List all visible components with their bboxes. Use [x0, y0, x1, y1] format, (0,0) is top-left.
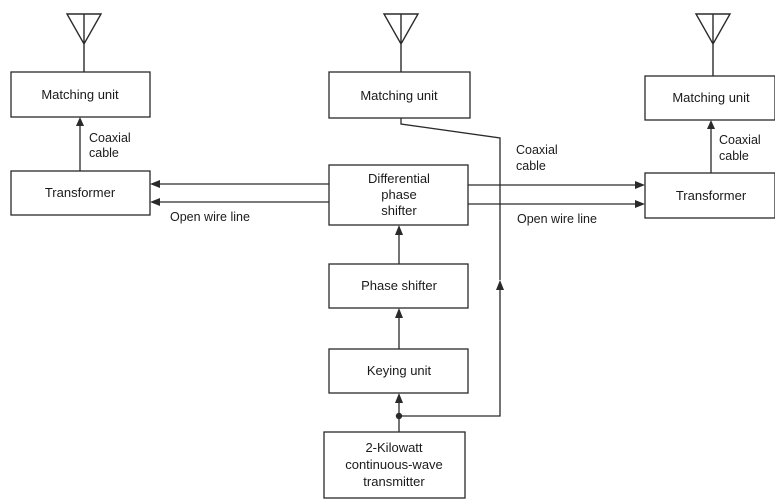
- antenna-center-icon: [382, 13, 420, 72]
- open-wire-left-label: Open wire line: [170, 210, 250, 224]
- coax-center-label-2: cable: [516, 159, 546, 173]
- keying-to-phase-connector: [395, 308, 403, 349]
- coax-right-label-2: cable: [719, 149, 749, 163]
- svg-text:Transformer: Transformer: [45, 185, 116, 200]
- junction-dot: [395, 412, 403, 420]
- differential-phase-shifter: Differential phase shifter: [328, 164, 469, 226]
- transformer-left: Transformer: [10, 170, 151, 216]
- svg-text:shifter: shifter: [381, 203, 417, 218]
- svg-text:Matching unit: Matching unit: [672, 90, 750, 105]
- transformer-right: Transformer: [644, 172, 775, 219]
- svg-text:Matching unit: Matching unit: [41, 87, 119, 102]
- coax-right-label: Coaxial: [719, 133, 761, 147]
- coax-left-label: Coaxial: [89, 131, 131, 145]
- open-wire-left: [150, 180, 329, 206]
- svg-text:Matching unit: Matching unit: [360, 88, 438, 103]
- antenna-left-icon: [65, 13, 103, 72]
- tx-to-keying-connector: [395, 393, 403, 432]
- svg-text:Keying unit: Keying unit: [367, 363, 432, 378]
- svg-text:phase: phase: [381, 187, 416, 202]
- svg-text:Transformer: Transformer: [676, 188, 747, 203]
- coax-right-connector: [707, 120, 715, 173]
- keying-unit: Keying unit: [328, 348, 469, 394]
- coax-center-connector: [399, 118, 504, 417]
- phase-to-diff-connector: [395, 225, 403, 264]
- svg-text:Differential: Differential: [368, 171, 430, 186]
- matching-unit-center: Matching unit: [328, 71, 471, 119]
- svg-text:Phase shifter: Phase shifter: [361, 278, 438, 293]
- coax-left-label-2: cable: [89, 146, 119, 160]
- cw-transmitter: 2-Kilowatt continuous-wave transmitter: [323, 431, 466, 499]
- antenna-right-icon: [694, 13, 732, 76]
- open-wire-right-label: Open wire line: [517, 212, 597, 226]
- svg-text:2-Kilowatt: 2-Kilowatt: [365, 440, 422, 455]
- svg-text:transmitter: transmitter: [363, 474, 425, 489]
- matching-unit-right: Matching unit: [644, 75, 775, 121]
- coax-center-label: Coaxial: [516, 143, 558, 157]
- svg-text:continuous-wave: continuous-wave: [345, 457, 443, 472]
- matching-unit-left: Matching unit: [10, 71, 151, 118]
- open-wire-right: [468, 181, 645, 208]
- phase-shifter: Phase shifter: [328, 263, 469, 309]
- coax-left-connector: [76, 117, 84, 171]
